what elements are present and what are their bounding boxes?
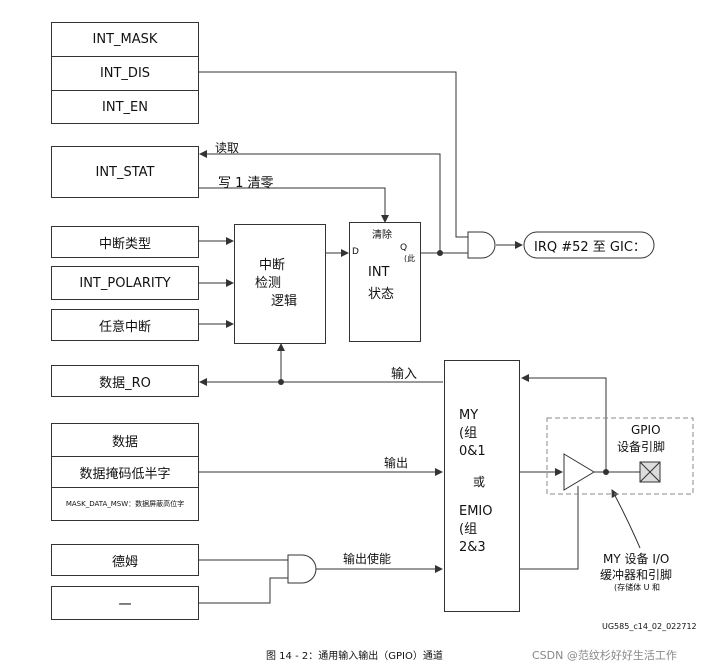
detect-line1: 中断: [259, 258, 286, 273]
oen-register: 一: [51, 586, 199, 620]
irq-pill: [523, 231, 655, 259]
irq-label: IRQ #52 至 GIC：: [534, 240, 646, 255]
mio-line7: 2&3: [459, 540, 486, 555]
detect-line3: 逻辑: [271, 294, 298, 309]
int-en-register: INT_EN: [51, 90, 199, 124]
figure-caption: 图 14 - 2：通用输入输出（GPIO）通道: [266, 651, 443, 662]
io-note-line1: MY 设备 I/O: [603, 552, 670, 566]
oen-and-gate: [287, 554, 317, 584]
read-label: 读取: [215, 141, 240, 155]
int-polarity-register: INT_POLARITY: [51, 266, 199, 300]
io-note-line3: (存储体 U 和: [614, 583, 661, 592]
io-note-line2: 缓冲器和引脚: [600, 568, 673, 582]
dirm-register: 德姆: [51, 544, 199, 576]
doc-id: UG585_c14_02_022712: [602, 622, 697, 631]
read-wire: [199, 150, 441, 253]
int-stat-register: INT_STAT: [51, 146, 199, 198]
mio-line1: MY: [459, 408, 479, 423]
gpio-title: GPIO: [631, 423, 661, 437]
mio-line3: 0&1: [459, 444, 486, 459]
data-register: 数据: [51, 423, 199, 457]
pin-boundary: [546, 417, 694, 495]
mask-wire: [199, 71, 468, 238]
write-clear-wire: [199, 187, 389, 223]
d-label: D: [352, 247, 359, 257]
int-type-register: 中断类型: [51, 226, 199, 258]
q-suffix: (此: [404, 254, 416, 263]
mask-data-lsw-register: 数据掩码低半字: [51, 456, 199, 488]
int-line1: INT: [368, 265, 390, 280]
interrupt-detect-logic: 中断 检测 逻辑: [234, 224, 326, 344]
output-enable-label: 输出使能: [343, 552, 392, 566]
mio-line5: EMIO: [459, 504, 493, 519]
int-line2: 状态: [368, 287, 395, 302]
output-label: 输出: [384, 456, 409, 470]
write-clear-label: 写 1 清零: [218, 176, 274, 191]
irq-and-gate: [467, 231, 496, 259]
int-any-register: 任意中断: [51, 309, 199, 341]
mask-data-msw-register: MASK_DATA_MSW：数据屏蔽高位字: [51, 487, 199, 521]
buffer-triangle: [563, 453, 595, 491]
mio-emio-block: MY (组 0&1 或 EMIO (组 2&3: [444, 360, 520, 612]
input-label: 输入: [391, 367, 418, 382]
int-dis-register: INT_DIS: [51, 56, 199, 91]
watermark: CSDN @范纹杉好好生活工作: [532, 649, 677, 662]
mio-line4: 或: [473, 475, 486, 489]
int-mask-register: INT_MASK: [51, 22, 199, 57]
q-label: Q: [400, 243, 408, 253]
mio-line2: (组: [459, 426, 478, 441]
clear-label: 清除: [372, 230, 392, 241]
gpio-pin-title: 设备引脚: [617, 440, 666, 454]
mio-line6: (组: [459, 522, 478, 537]
data-ro-register: 数据_RO: [51, 365, 199, 397]
detect-line2: 检测: [255, 276, 282, 291]
int-status-flipflop: 清除 D Q (此 INT 状态: [349, 222, 421, 342]
